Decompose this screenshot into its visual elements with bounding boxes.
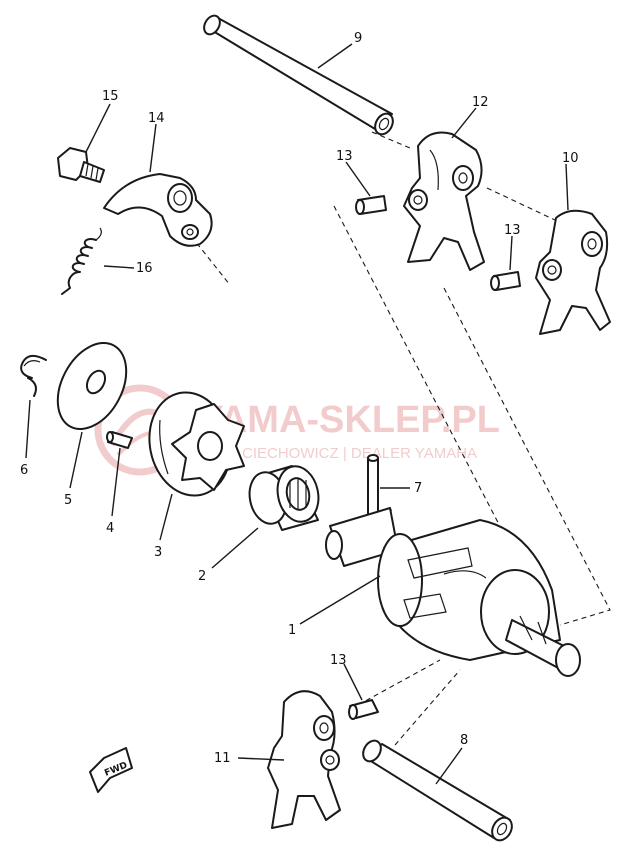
part-11-shift-fork xyxy=(267,690,341,829)
part-12-shift-fork xyxy=(403,131,485,271)
part-6-circlip xyxy=(20,354,47,397)
part-7-pin xyxy=(367,454,379,519)
callout-14: 14 xyxy=(148,111,165,126)
part-13-pin-middle xyxy=(490,271,521,291)
callout-1: 1 xyxy=(288,623,296,638)
callout-3: 3 xyxy=(154,545,162,560)
part-4-dowel-pin xyxy=(106,431,133,449)
callout-11: 11 xyxy=(214,751,231,766)
callout-7: 7 xyxy=(414,481,422,496)
callout-6: 6 xyxy=(20,463,28,478)
part-5-washer xyxy=(56,342,128,430)
callout-10: 10 xyxy=(562,151,579,166)
callout-15: 15 xyxy=(102,89,119,104)
callout-13-upper: 13 xyxy=(336,149,353,164)
part-8-guide-bar-lower xyxy=(362,739,513,842)
part-2-bearing xyxy=(248,465,320,531)
callout-13-lower: 13 xyxy=(330,653,347,668)
callout-8: 8 xyxy=(460,733,468,748)
callout-12: 12 xyxy=(472,95,489,110)
part-13-pin-upper xyxy=(355,195,387,215)
fwd-arrow-icon: FWD xyxy=(89,747,133,793)
part-15-bolt xyxy=(57,147,105,183)
callout-16: 16 xyxy=(136,261,153,276)
callout-labels: 9 12 10 13 13 15 14 16 6 5 4 3 2 7 1 13 … xyxy=(20,31,579,766)
part-16-spring xyxy=(61,227,102,295)
callout-4: 4 xyxy=(106,521,114,536)
part-10-shift-fork xyxy=(535,209,611,335)
part-13-pin-lower xyxy=(348,699,379,720)
callout-13-middle: 13 xyxy=(504,223,521,238)
part-1-shift-cam xyxy=(325,507,581,677)
callout-5: 5 xyxy=(64,493,72,508)
watermark-title: YAMA-SKLEP.PL xyxy=(198,399,500,441)
callout-9: 9 xyxy=(354,31,362,46)
part-3-segment xyxy=(148,391,245,497)
watermark: YAMA-SKLEP.PL CIECHOWICZ | DEALER YAMAHA xyxy=(94,384,500,476)
part-9-guide-bar-upper xyxy=(203,14,394,136)
leader-lines xyxy=(25,43,569,785)
part-14-stopper-lever xyxy=(103,173,213,247)
watermark-subtitle: CIECHOWICZ | DEALER YAMAHA xyxy=(242,445,477,462)
callout-2: 2 xyxy=(198,569,206,584)
